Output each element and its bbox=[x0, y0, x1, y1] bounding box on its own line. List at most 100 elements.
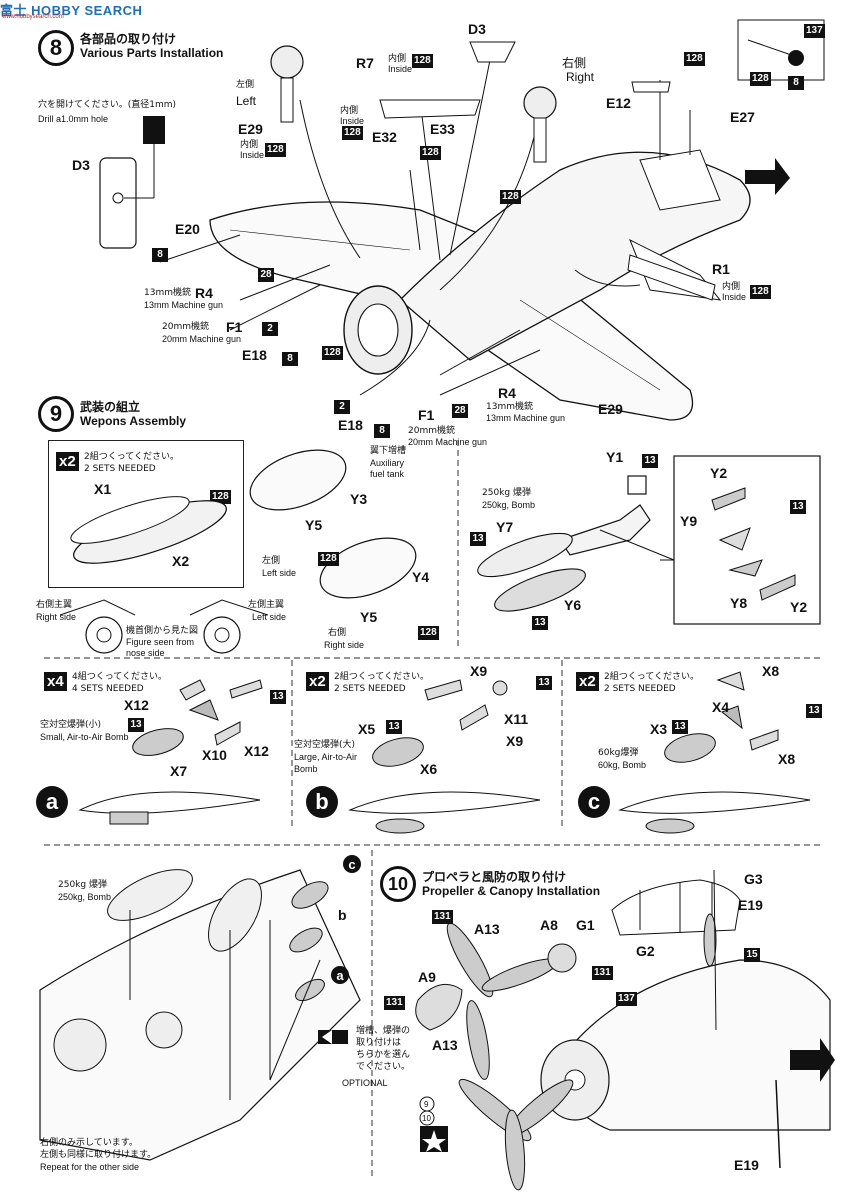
label-E19-a: E19 bbox=[738, 897, 763, 913]
large-bomb-en2: Bomb bbox=[294, 764, 318, 774]
code-13-e: 13 bbox=[270, 690, 286, 704]
marking-num-10: 10 bbox=[422, 1114, 431, 1123]
repeat-jp1: 右側のみ示しています。 bbox=[40, 1138, 138, 1148]
label-A13-a: A13 bbox=[474, 921, 500, 937]
label-G2: G2 bbox=[636, 943, 655, 959]
label-X8-b: X8 bbox=[778, 751, 796, 767]
lower-bomb-jp: 250kg 爆弾 bbox=[58, 880, 107, 890]
code-13-d: 13 bbox=[790, 500, 806, 514]
left-en: Left bbox=[236, 94, 257, 108]
label-E32: E32 bbox=[372, 129, 397, 145]
nose-en2: nose side bbox=[126, 648, 165, 658]
label-Y5-a: Y5 bbox=[305, 517, 323, 533]
code-13-j: 13 bbox=[672, 720, 688, 734]
left-side-jp: 左側 bbox=[262, 556, 281, 566]
code-128-c: 128 bbox=[412, 54, 433, 68]
code-13-f: 13 bbox=[128, 718, 144, 732]
code-2-a: 2 bbox=[262, 322, 278, 336]
sets-jp-c: 2組つくってください。 bbox=[604, 672, 700, 682]
label-Y7: Y7 bbox=[496, 519, 514, 535]
right-en: Right bbox=[566, 70, 595, 84]
marking-num-9: 9 bbox=[424, 1100, 429, 1109]
code-2-b: 2 bbox=[334, 400, 350, 414]
code-137: 137 bbox=[804, 24, 825, 38]
rwing-en: Right side bbox=[36, 612, 77, 622]
step-9-number: 9 bbox=[38, 396, 74, 432]
label-R4-left: R4 bbox=[195, 285, 213, 301]
label-E29-right: E29 bbox=[598, 401, 623, 417]
optional-jp4: でください。 bbox=[356, 1062, 411, 1072]
code-128-b: 128 bbox=[265, 143, 286, 157]
code-137-b: 137 bbox=[616, 992, 637, 1006]
sets-jp-b: 2組つくってください。 bbox=[334, 672, 430, 682]
label-E27: E27 bbox=[730, 109, 755, 125]
inside-en-b: Inside bbox=[388, 64, 413, 74]
lwing-jp: 左側主翼 bbox=[248, 600, 285, 610]
bomb250-en-a: 250kg, Bomb bbox=[482, 500, 536, 510]
inside-en-c: Inside bbox=[340, 116, 365, 126]
label-E18-right: E18 bbox=[338, 417, 363, 433]
drill-note-jp: 穴を開けてください。(直径1mm) bbox=[38, 100, 177, 110]
inside-en-d: Inside bbox=[722, 292, 747, 302]
code-128-l: 128 bbox=[418, 626, 439, 640]
code-15: 15 bbox=[744, 948, 760, 962]
inside-jp-d: 内側 bbox=[722, 282, 741, 292]
optional-jp1: 増槽、爆弾の bbox=[356, 1026, 411, 1036]
bomb60-jp: 60kg爆弾 bbox=[598, 748, 639, 758]
code-128-a: 128 bbox=[322, 346, 343, 360]
qty-x2-c: x2 bbox=[576, 672, 599, 691]
watermark-brand: 富士 HOBBY SEARCH bbox=[0, 3, 143, 18]
label-Y8: Y8 bbox=[730, 595, 748, 611]
step-8-number: 8 bbox=[38, 30, 74, 66]
tank-jp: 翼下増槽 bbox=[370, 446, 407, 456]
mg13-jp-right: 13mm機銃 bbox=[486, 402, 533, 412]
step-10-title-en: Propeller & Canopy Installation bbox=[422, 884, 601, 898]
optional-en: OPTIONAL bbox=[342, 1078, 388, 1088]
mg20-jp-left: 20mm機銃 bbox=[162, 322, 209, 332]
right-jp: 右側 bbox=[562, 56, 587, 70]
code-128-d: 128 bbox=[342, 126, 363, 140]
sets4-en: 4 SETS NEEDED bbox=[72, 684, 144, 694]
left-side-en: Left side bbox=[262, 568, 297, 578]
variant-c: c bbox=[578, 786, 610, 818]
label-X3: X3 bbox=[650, 721, 668, 737]
step-8-title-en: Various Parts Installation bbox=[80, 46, 224, 60]
code-13-c: 13 bbox=[532, 616, 548, 630]
code-131-b: 131 bbox=[592, 966, 613, 980]
code-13-i: 13 bbox=[806, 704, 822, 718]
code-8-d: 8 bbox=[374, 424, 390, 438]
label-X5: X5 bbox=[358, 721, 376, 737]
repeat-en: Repeat for the other side bbox=[40, 1162, 140, 1172]
mg20-en-left: 20mm Machine gun bbox=[162, 334, 242, 344]
label-R1: R1 bbox=[712, 261, 730, 277]
label-Y5-b: Y5 bbox=[360, 609, 378, 625]
code-128-j: 128 bbox=[210, 490, 231, 504]
label-D3-top: D3 bbox=[468, 21, 486, 37]
label-A8: A8 bbox=[540, 917, 558, 933]
label-G3: G3 bbox=[744, 871, 763, 887]
large-bomb-en1: Large, Air-to-Air bbox=[294, 752, 358, 762]
sets-jp-a: 2組つくってください。 bbox=[84, 452, 180, 462]
panel-x1-x2 bbox=[48, 440, 244, 588]
label-E12: E12 bbox=[606, 95, 631, 111]
sets-en-a: 2 SETS NEEDED bbox=[84, 464, 156, 474]
label-X7: X7 bbox=[170, 763, 188, 779]
small-bomb-en: Small, Air-to-Air Bomb bbox=[40, 732, 129, 742]
label-X12-b: X12 bbox=[244, 743, 269, 759]
inside-en-a: Inside bbox=[240, 150, 265, 160]
code-128-k: 128 bbox=[318, 552, 339, 566]
drill-note-en: Drill a1.0mm hole bbox=[38, 114, 109, 124]
mg20-en-right: 20mm Machine gun bbox=[408, 437, 488, 447]
label-X9-b: X9 bbox=[506, 733, 524, 749]
variant-a-small: a bbox=[331, 966, 349, 984]
label-X2: X2 bbox=[172, 553, 190, 569]
right-side-jp: 右側 bbox=[328, 628, 347, 638]
label-X1: X1 bbox=[94, 481, 112, 497]
sets4-jp: 4組つくってください。 bbox=[72, 672, 168, 682]
code-8-a: 8 bbox=[152, 248, 168, 262]
large-bomb-jp: 空対空爆弾(大) bbox=[294, 740, 356, 750]
code-128-h: 128 bbox=[750, 72, 771, 86]
